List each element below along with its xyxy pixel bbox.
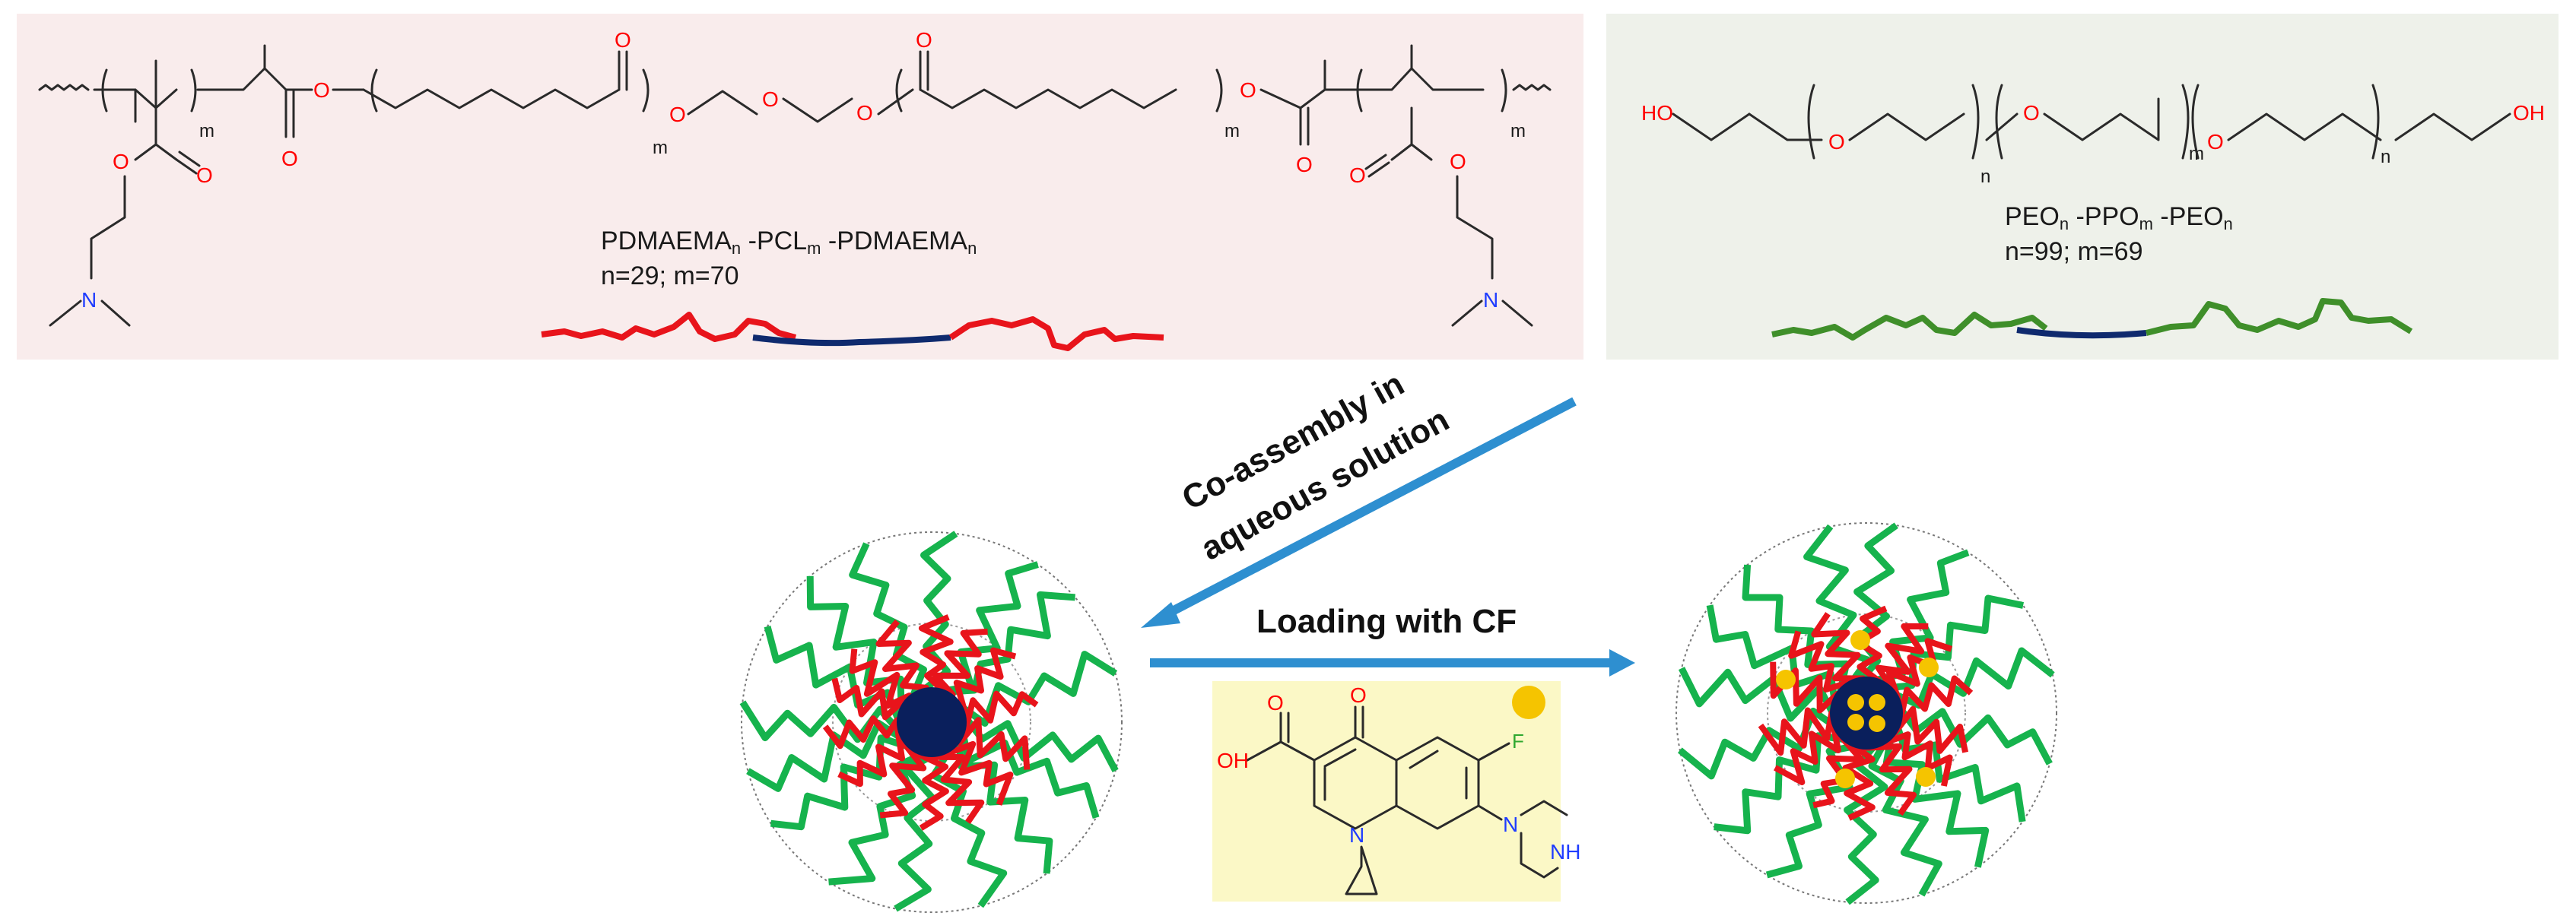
peo-chain [770,734,922,831]
drug-in-shell [1919,658,1939,677]
right-polymer-name: PEOn -PPOm -PEOn [2005,202,2233,233]
pdmaema-chain [822,715,916,750]
pdmaema-chain [918,614,954,704]
svg-text:O: O [1296,153,1313,176]
drug-in-shell [1916,767,1936,787]
left-polymer-params: n=29; m=70 [601,261,738,290]
peo-chain [1706,604,1840,712]
drug-in-core [1847,694,1864,711]
drug-dot-icon [1512,686,1545,719]
peo-chain [746,719,913,792]
peo-chain [1678,667,1841,724]
peo-chain [1868,731,1942,897]
peo-ppo-peo-structure: HO O n O m O n OH PEOn -PPOm -PEOn n=99;… [1641,84,2545,341]
svg-text:O: O [762,87,779,111]
micelle-core [1830,677,1903,750]
peo-chain [935,561,1039,696]
pdmaema-chain [928,735,985,824]
loading-label: Loading with CF [1256,603,1517,640]
peo-chain [739,700,910,743]
pdmaema-chain [950,715,1031,770]
pdmaema-chain [879,740,940,819]
svg-text:O: O [1349,163,1366,187]
svg-text:N: N [1503,813,1518,836]
drug-in-core [1847,714,1864,731]
svg-text:N: N [1483,288,1498,312]
peo-chain [828,749,929,886]
peo-chain [1714,732,1855,835]
pdmaema-pcl-panel [17,14,1583,360]
drug-in-shell [1835,769,1855,788]
drug-in-shell [1776,670,1796,689]
pcl-block [752,334,951,347]
pdmaema-chain [849,648,913,725]
ppo-block [2016,327,2147,339]
drug-in-core [1869,694,1885,711]
svg-text:m: m [1224,121,1240,141]
svg-text:O: O [1240,78,1256,102]
drug-in-core [1869,715,1885,732]
svg-text:N: N [81,288,97,312]
svg-text:O: O [1828,130,1845,154]
ciprofloxacin-structure: O O OH F N N NH [1212,681,1580,902]
micelle-outer-boundary [741,531,1123,913]
pdmaema-chain [837,724,922,788]
peo-chain [958,726,1100,819]
svg-text:O: O [1450,150,1466,173]
peo-chain [1742,564,1850,703]
peo-chain [930,740,1008,908]
svg-text:F: F [1512,730,1524,753]
svg-text:O: O [113,150,129,173]
peo-chain [956,706,1119,773]
micelle-drug-loaded [1676,522,2057,905]
svg-text:m: m [199,121,214,141]
pdmaema-chain [875,619,929,714]
micelle-empty [739,531,1123,913]
pdmaema-chain [943,690,1039,732]
peo-chain [1885,647,2055,709]
svg-text:OH: OH [2513,101,2545,125]
svg-text:n: n [1980,166,1990,187]
right-polymer-params: n=99; m=69 [2005,237,2142,266]
svg-text:O: O [1350,683,1367,707]
svg-text:O: O [669,103,686,126]
pdmaema-block-left [541,312,797,342]
svg-text:m: m [1510,121,1526,141]
peo-chain [1803,524,1872,694]
svg-text:m: m [653,138,668,158]
pdmaema-pcl-pdmaema-structure: m O O O m O O O O m O O m [38,28,1552,351]
svg-text:O: O [196,163,213,187]
svg-text:O: O [916,28,932,52]
svg-text:OH: OH [1217,749,1249,772]
left-polymer-name: PDMAEMAn -PCLm -PDMAEMAn [601,227,977,258]
svg-text:O: O [1267,691,1284,715]
svg-text:NH: NH [1550,840,1580,864]
svg-text:N: N [1349,823,1364,847]
micelle-core [897,687,967,757]
loading-arrow: Loading with CF [1150,603,1635,677]
peo-chain [1844,738,1888,905]
peo-ppo-panel [1606,14,2559,360]
pdmaema-chain [931,628,988,702]
micelle-outer-boundary [1676,522,2057,904]
peo-chain [1892,720,2026,822]
svg-text:O: O [615,28,631,52]
coassembly-arrow: Co-assembly in aqueous solution [1141,365,1577,628]
svg-text:O: O [281,147,298,170]
peo-chain [1890,696,2053,765]
peo-block-right [2146,298,2413,336]
svg-text:n: n [2381,147,2390,167]
drug-in-shell [1850,630,1870,650]
peo-chain [1882,727,1990,868]
svg-text:O: O [2207,130,2224,154]
svg-text:O: O [856,101,873,125]
svg-text:HO: HO [1641,101,1673,125]
peo-chain [849,542,927,701]
peo-block-left [1771,312,2048,341]
pdmaema-block-right [948,316,1164,351]
svg-text:O: O [2023,101,2040,125]
svg-text:O: O [313,78,330,102]
peo-chain [894,747,945,912]
